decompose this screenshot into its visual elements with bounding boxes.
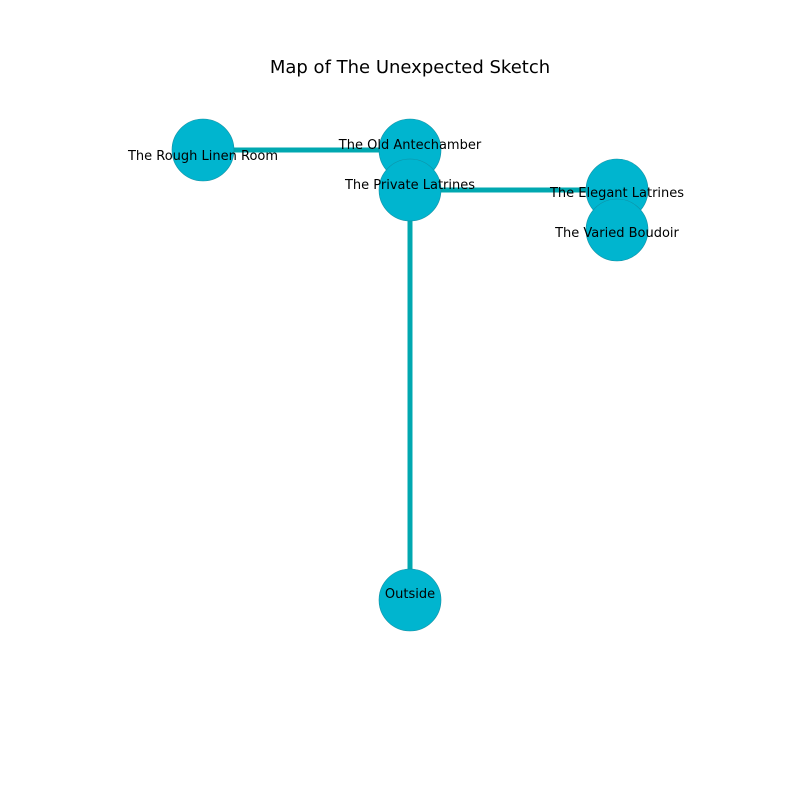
room-label-elegant-latrines: The Elegant Latrines [549,186,684,201]
room-node-varied-boudoir[interactable] [585,198,649,262]
map-nodes [171,118,649,632]
room-node-private-latrines[interactable] [378,158,442,222]
map-title: Map of The Unexpected Sketch [270,57,550,78]
map-edges [203,147,617,600]
room-label-rough-linen-room: The Rough Linen Room [127,149,278,164]
room-label-old-antechamber: The Old Antechamber [338,138,482,153]
room-label-varied-boudoir: The Varied Boudoir [554,226,679,241]
room-node-rough-linen-room[interactable] [171,118,235,182]
room-label-private-latrines: The Private Latrines [344,178,475,193]
room-node-outside[interactable] [378,568,442,632]
room-label-outside: Outside [385,587,435,602]
